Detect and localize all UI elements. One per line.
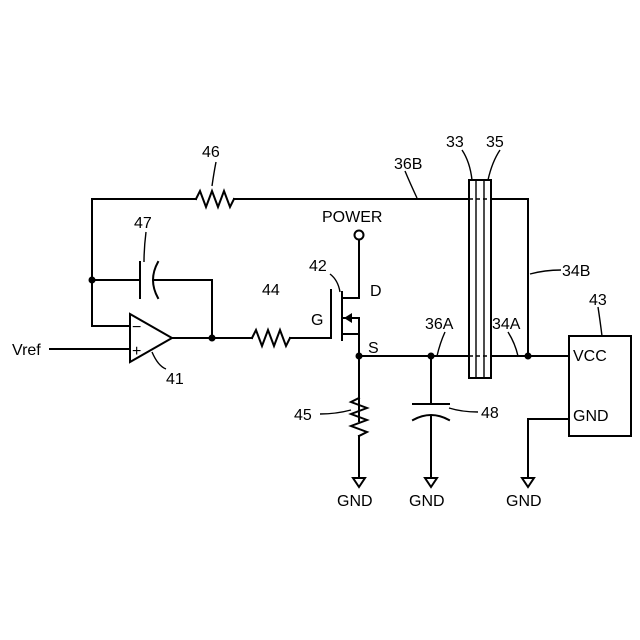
label-power: POWER [322,209,382,226]
label-gnd-2: GND [409,493,445,510]
resistor-44 [252,330,290,346]
ground-icon [425,478,437,487]
mosfet-42 [331,290,359,340]
label-34b: 34B [562,263,590,280]
power-terminal [355,231,364,299]
label-33: 33 [446,134,464,151]
label-44: 44 [262,282,280,299]
junction-dot [209,335,216,342]
label-41: 41 [166,371,184,388]
label-47: 47 [134,215,152,232]
capacitor-48 [413,356,449,478]
label-gnd-3: GND [506,493,542,510]
label-46: 46 [202,144,220,161]
label-opamp-plus: + [132,343,141,360]
ground-icon [522,478,534,487]
label-d: D [370,283,382,300]
label-g: G [311,312,323,329]
resistor-46 [196,191,234,207]
junction-dot [89,277,96,284]
cable-33-35 [469,180,491,378]
label-35: 35 [486,134,504,151]
label-36b: 36B [394,156,422,173]
label-45: 45 [294,407,312,424]
label-opamp-minus: − [132,319,141,336]
label-vref: Vref [12,342,41,359]
label-43: 43 [589,292,607,309]
feedback-wire-36b [92,199,528,356]
label-42: 42 [309,258,327,275]
label-s: S [368,340,379,357]
junction-dot [525,353,532,360]
label-34a: 34A [492,316,521,333]
resistor-45 [351,356,367,478]
label-block-gnd: GND [573,408,609,425]
ground-icon [353,478,365,487]
label-gnd-1: GND [337,493,373,510]
label-48: 48 [481,405,499,422]
capacitor-47-wiring [92,280,212,338]
label-36a: 36A [425,316,454,333]
label-vcc: VCC [573,348,607,365]
